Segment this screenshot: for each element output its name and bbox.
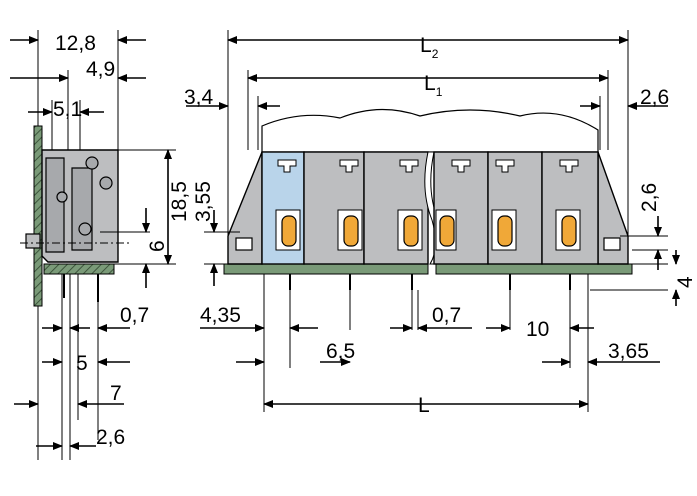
- side-dim-2-6: 2,6: [96, 426, 125, 449]
- dim-10: 10: [526, 318, 549, 341]
- side-dim-0-7: 0,7: [120, 304, 149, 327]
- pole-3: [363, 151, 429, 265]
- dim-L1: L1: [424, 72, 443, 99]
- dim-0-7: 0,7: [432, 304, 461, 327]
- dim-2-6-right: 2,6: [638, 183, 661, 212]
- dim-L2: L2: [420, 34, 439, 61]
- front-pcb-left: [223, 263, 429, 275]
- front-view: L2 L1 3,4 2,6 3,55 2,6 4 4,35 0,7 10 6,5…: [184, 30, 697, 417]
- dim-2-6-top: 2,6: [640, 86, 669, 109]
- side-dim-5: 5: [76, 352, 88, 375]
- side-view: 12,8 4,9 5,1 18,5 6 0,7 5 7 2,6: [10, 30, 191, 460]
- side-dim-7: 7: [110, 382, 122, 405]
- side-dim-6: 6: [146, 240, 169, 252]
- side-dim-4-9: 4,9: [86, 58, 115, 81]
- pole-4: [433, 151, 489, 265]
- dim-4: 4: [674, 276, 697, 288]
- side-dim-18-5: 18,5: [168, 181, 191, 222]
- side-dim-12-8: 12,8: [55, 32, 96, 55]
- side-pcb: [43, 263, 115, 275]
- front-pcb-right: [435, 263, 633, 275]
- side-pcb-edge: [33, 125, 43, 307]
- dim-3-55: 3,55: [192, 181, 215, 222]
- dim-L: L: [418, 394, 430, 417]
- dim-3-4: 3,4: [184, 86, 214, 109]
- dim-6-5: 6,5: [326, 340, 355, 363]
- pole-6: [541, 151, 599, 265]
- pole-1: [261, 151, 305, 265]
- side-dim-5-1: 5,1: [53, 98, 82, 121]
- pole-5: [487, 151, 543, 265]
- dim-3-65: 3,65: [608, 340, 649, 363]
- dim-4-35: 4,35: [200, 304, 241, 327]
- pole-2: [303, 151, 365, 265]
